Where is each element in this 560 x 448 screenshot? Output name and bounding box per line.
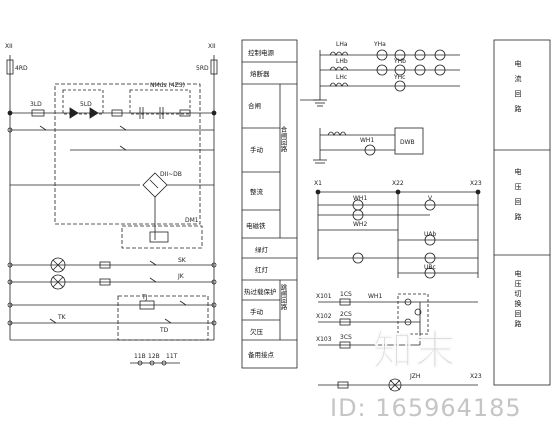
component-label: DII~DB [160, 171, 182, 178]
switch-meter-label: JZH [409, 373, 420, 380]
meter-label: WH1 [360, 137, 374, 144]
voltage-terminal-label: X22 [392, 180, 404, 187]
meter-label: V [428, 195, 433, 202]
component-label: NMds (4ZS) [150, 82, 185, 89]
meter-label: WH1 [353, 195, 367, 202]
table-group-label: 跳闸回路 [279, 283, 287, 312]
table-row-label: 热过载保护 [244, 287, 277, 296]
right-table-label: 电压回路 [514, 167, 522, 228]
bottom-terminal-label: 12B [148, 353, 160, 360]
pt-label: YHb [393, 58, 406, 65]
table-row-label: 手动 [250, 145, 264, 154]
switch-contact-label: 1CS [340, 291, 352, 298]
component-label: TK [57, 314, 67, 321]
component-label: SK [178, 257, 187, 264]
component-label: 3LD [30, 101, 42, 108]
table-group-label: 合闸回路 [279, 125, 287, 154]
meter-label: UAb [424, 231, 436, 238]
right-table-label: 电压切换回路 [514, 269, 522, 330]
bottom-terminal-label: 11T [166, 353, 178, 360]
right-table-label: 电流回路 [514, 59, 522, 120]
component-label: TD [159, 327, 169, 334]
switch-meter-label: WH1 [368, 293, 382, 300]
bottom-terminal-label: 11B [134, 353, 146, 360]
component-label: JK [177, 273, 185, 280]
table-row-label: 整流 [250, 187, 264, 196]
middle-table-frame [241, 39, 298, 369]
voltage-terminal-label: X1 [314, 180, 322, 187]
table-row-label: 控制电源 [248, 48, 275, 57]
table-row-label: 电磁铁 [246, 221, 266, 230]
component-label: DM1 [185, 217, 199, 224]
pt-label: YHa [373, 41, 386, 48]
right-top-schematic [300, 49, 460, 164]
switch-terminal-label: X102 [316, 313, 332, 320]
table-row-label: 备用接点 [248, 350, 275, 359]
switch-terminal-label: X101 [316, 293, 332, 300]
switch-contact-label: 2CS [340, 311, 352, 318]
meter-label: UBc [424, 264, 436, 271]
switch-terminal-label: X23 [470, 373, 482, 380]
terminal-top-right: XII [208, 43, 216, 50]
component-label: 5LD [80, 101, 92, 108]
ct-label: LHb [336, 58, 348, 65]
table-row-label: 绿灯 [255, 245, 269, 254]
right-mid-schematic [315, 189, 481, 279]
table-row-label: 红灯 [255, 265, 269, 274]
fuse-left-label: 4RD [15, 65, 28, 72]
switch-contact-label: 3CS [340, 334, 352, 341]
right-table-frame [493, 39, 551, 386]
ct-label: LHa [336, 41, 348, 48]
right-bot-schematic [318, 293, 478, 392]
table-row-label: 熔断器 [250, 69, 270, 78]
voltage-terminal-label: X23 [470, 180, 482, 187]
dwb-label: DWB [400, 139, 415, 146]
component-label: TJ [141, 294, 148, 301]
table-row-label: 手动 [250, 307, 264, 316]
ct-label: LHc [336, 74, 347, 81]
pt-label: YHc [393, 74, 405, 81]
meter-label: WH2 [353, 221, 367, 228]
table-row-label: 合闸 [248, 101, 261, 110]
terminal-top-left: XII [5, 43, 13, 50]
switch-terminal-label: X103 [316, 336, 332, 343]
left-schematic [6, 55, 218, 366]
fuse-right-label: 5RD [196, 65, 209, 72]
table-row-label: 欠压 [250, 327, 264, 336]
